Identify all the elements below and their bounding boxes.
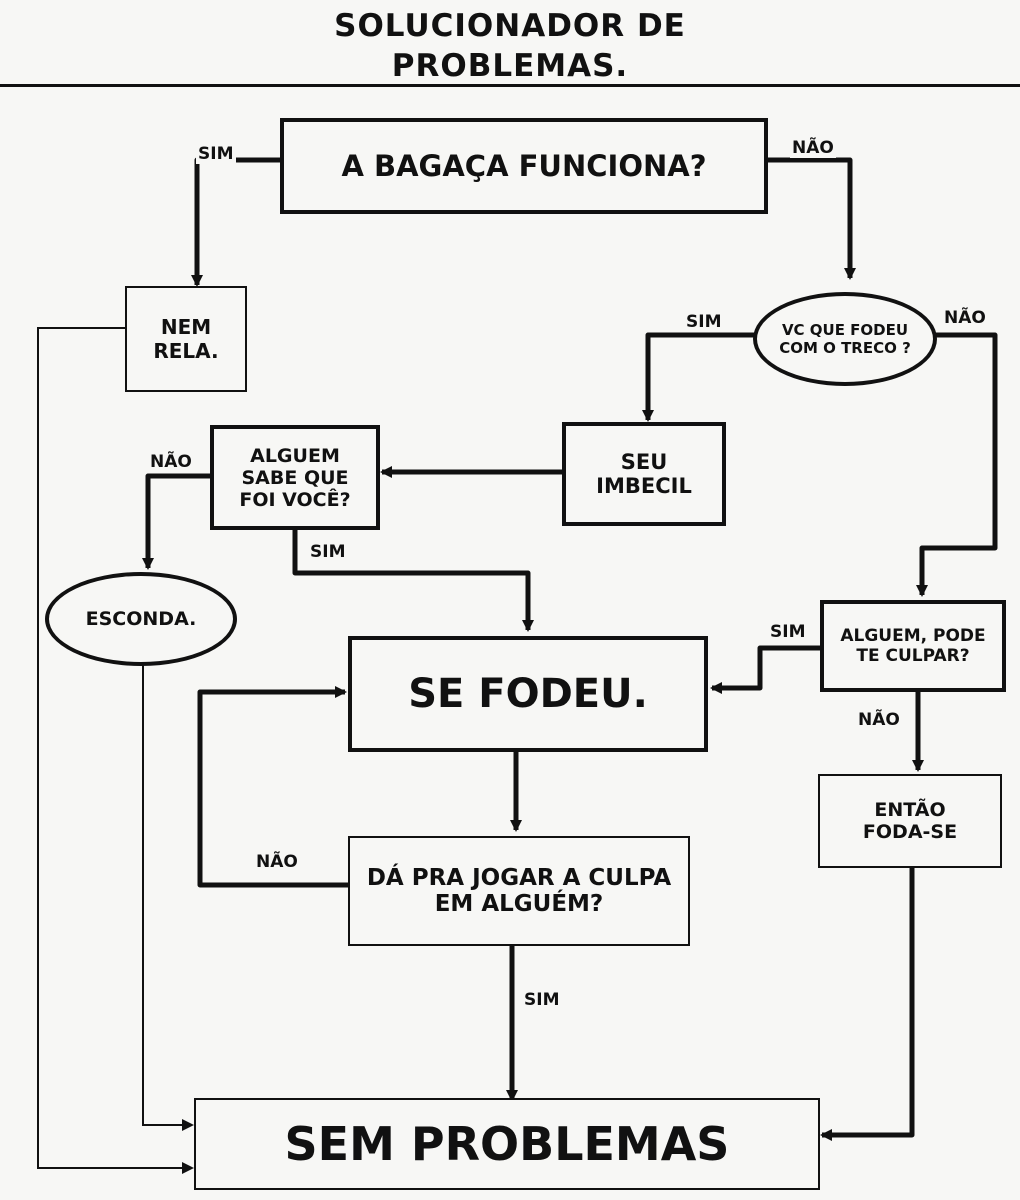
- node-entao-foda-se: ENTÃO FODA-SE: [818, 774, 1002, 868]
- label-pode-culpar-sim: SIM: [768, 622, 808, 642]
- arrow-start-to-nem-rela: [191, 157, 280, 287]
- arrow-entao-to-sem-problemas: [820, 868, 915, 1141]
- node-nem-rela: NEM RELA.: [125, 286, 247, 392]
- arrow-alguem-sabe-to-esconda: [142, 473, 210, 570]
- label-jogar-culpa-sim: SIM: [522, 990, 562, 1010]
- node-alguem-sabe: ALGUEM SABE QUE FOI VOCÊ?: [210, 425, 380, 530]
- label-start-sim: SIM: [196, 144, 236, 164]
- node-seu-imbecil: SEU IMBECIL: [562, 422, 726, 526]
- label-start-nao: NÃO: [790, 138, 836, 158]
- arrow-vc-fodeu-to-seu-imbecil: [642, 332, 755, 422]
- arrow-esconda-to-sem-problemas: [142, 665, 194, 1131]
- label-alguem-sabe-nao: NÃO: [148, 452, 194, 472]
- page-title: SOLUCIONADOR DE PROBLEMAS.: [334, 8, 686, 84]
- node-a-bagaca-funciona: A BAGAÇA FUNCIONA?: [280, 118, 768, 214]
- title-divider: [0, 84, 1020, 87]
- label-alguem-sabe-sim: SIM: [308, 542, 348, 562]
- arrow-vc-fodeu-to-pode-culpar: [916, 332, 998, 597]
- label-pode-culpar-nao: NÃO: [856, 710, 902, 730]
- arrow-nem-rela-to-sem-problemas: [37, 327, 194, 1174]
- node-jogar-culpa: DÁ PRA JOGAR A CULPA EM ALGUÉM?: [348, 836, 690, 946]
- label-jogar-culpa-nao: NÃO: [254, 852, 300, 872]
- arrow-alguem-sabe-to-se-fodeu: [292, 530, 534, 632]
- node-esconda: ESCONDA.: [45, 572, 237, 666]
- node-pode-culpar: ALGUEM, PODE TE CULPAR?: [820, 600, 1006, 692]
- node-se-fodeu: SE FODEU.: [348, 636, 708, 752]
- node-vc-que-fodeu: VC QUE FODEU COM O TRECO ?: [753, 292, 937, 386]
- label-vc-fodeu-sim: SIM: [684, 312, 724, 332]
- arrow-jogar-culpa-loop: [197, 686, 348, 888]
- label-vc-fodeu-nao: NÃO: [942, 308, 988, 328]
- node-sem-problemas: SEM PROBLEMAS: [194, 1098, 820, 1190]
- arrow-start-to-vc-fodeu: [768, 157, 856, 280]
- arrow-pode-culpar-to-se-fodeu: [710, 645, 820, 694]
